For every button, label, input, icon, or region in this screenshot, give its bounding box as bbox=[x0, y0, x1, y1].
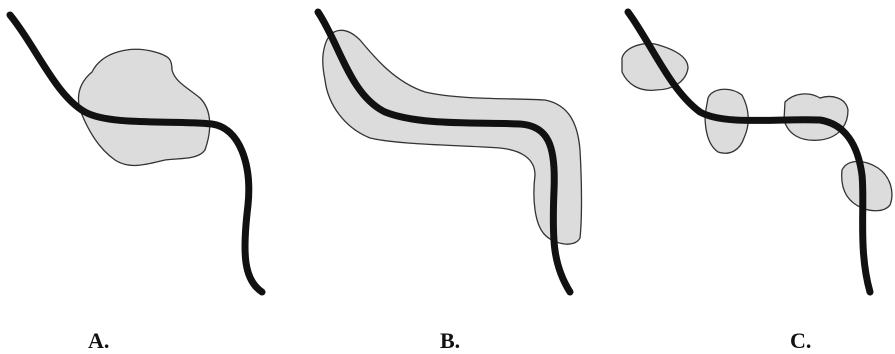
panel-c-label: C. bbox=[790, 330, 811, 352]
panel-b-label: B. bbox=[440, 330, 460, 352]
panel-b bbox=[318, 12, 582, 292]
panel-c-region-4 bbox=[842, 162, 892, 211]
panel-a-region bbox=[79, 49, 210, 165]
panel-c bbox=[622, 12, 892, 292]
panel-a bbox=[10, 15, 262, 292]
panel-a-label: A. bbox=[88, 330, 109, 352]
